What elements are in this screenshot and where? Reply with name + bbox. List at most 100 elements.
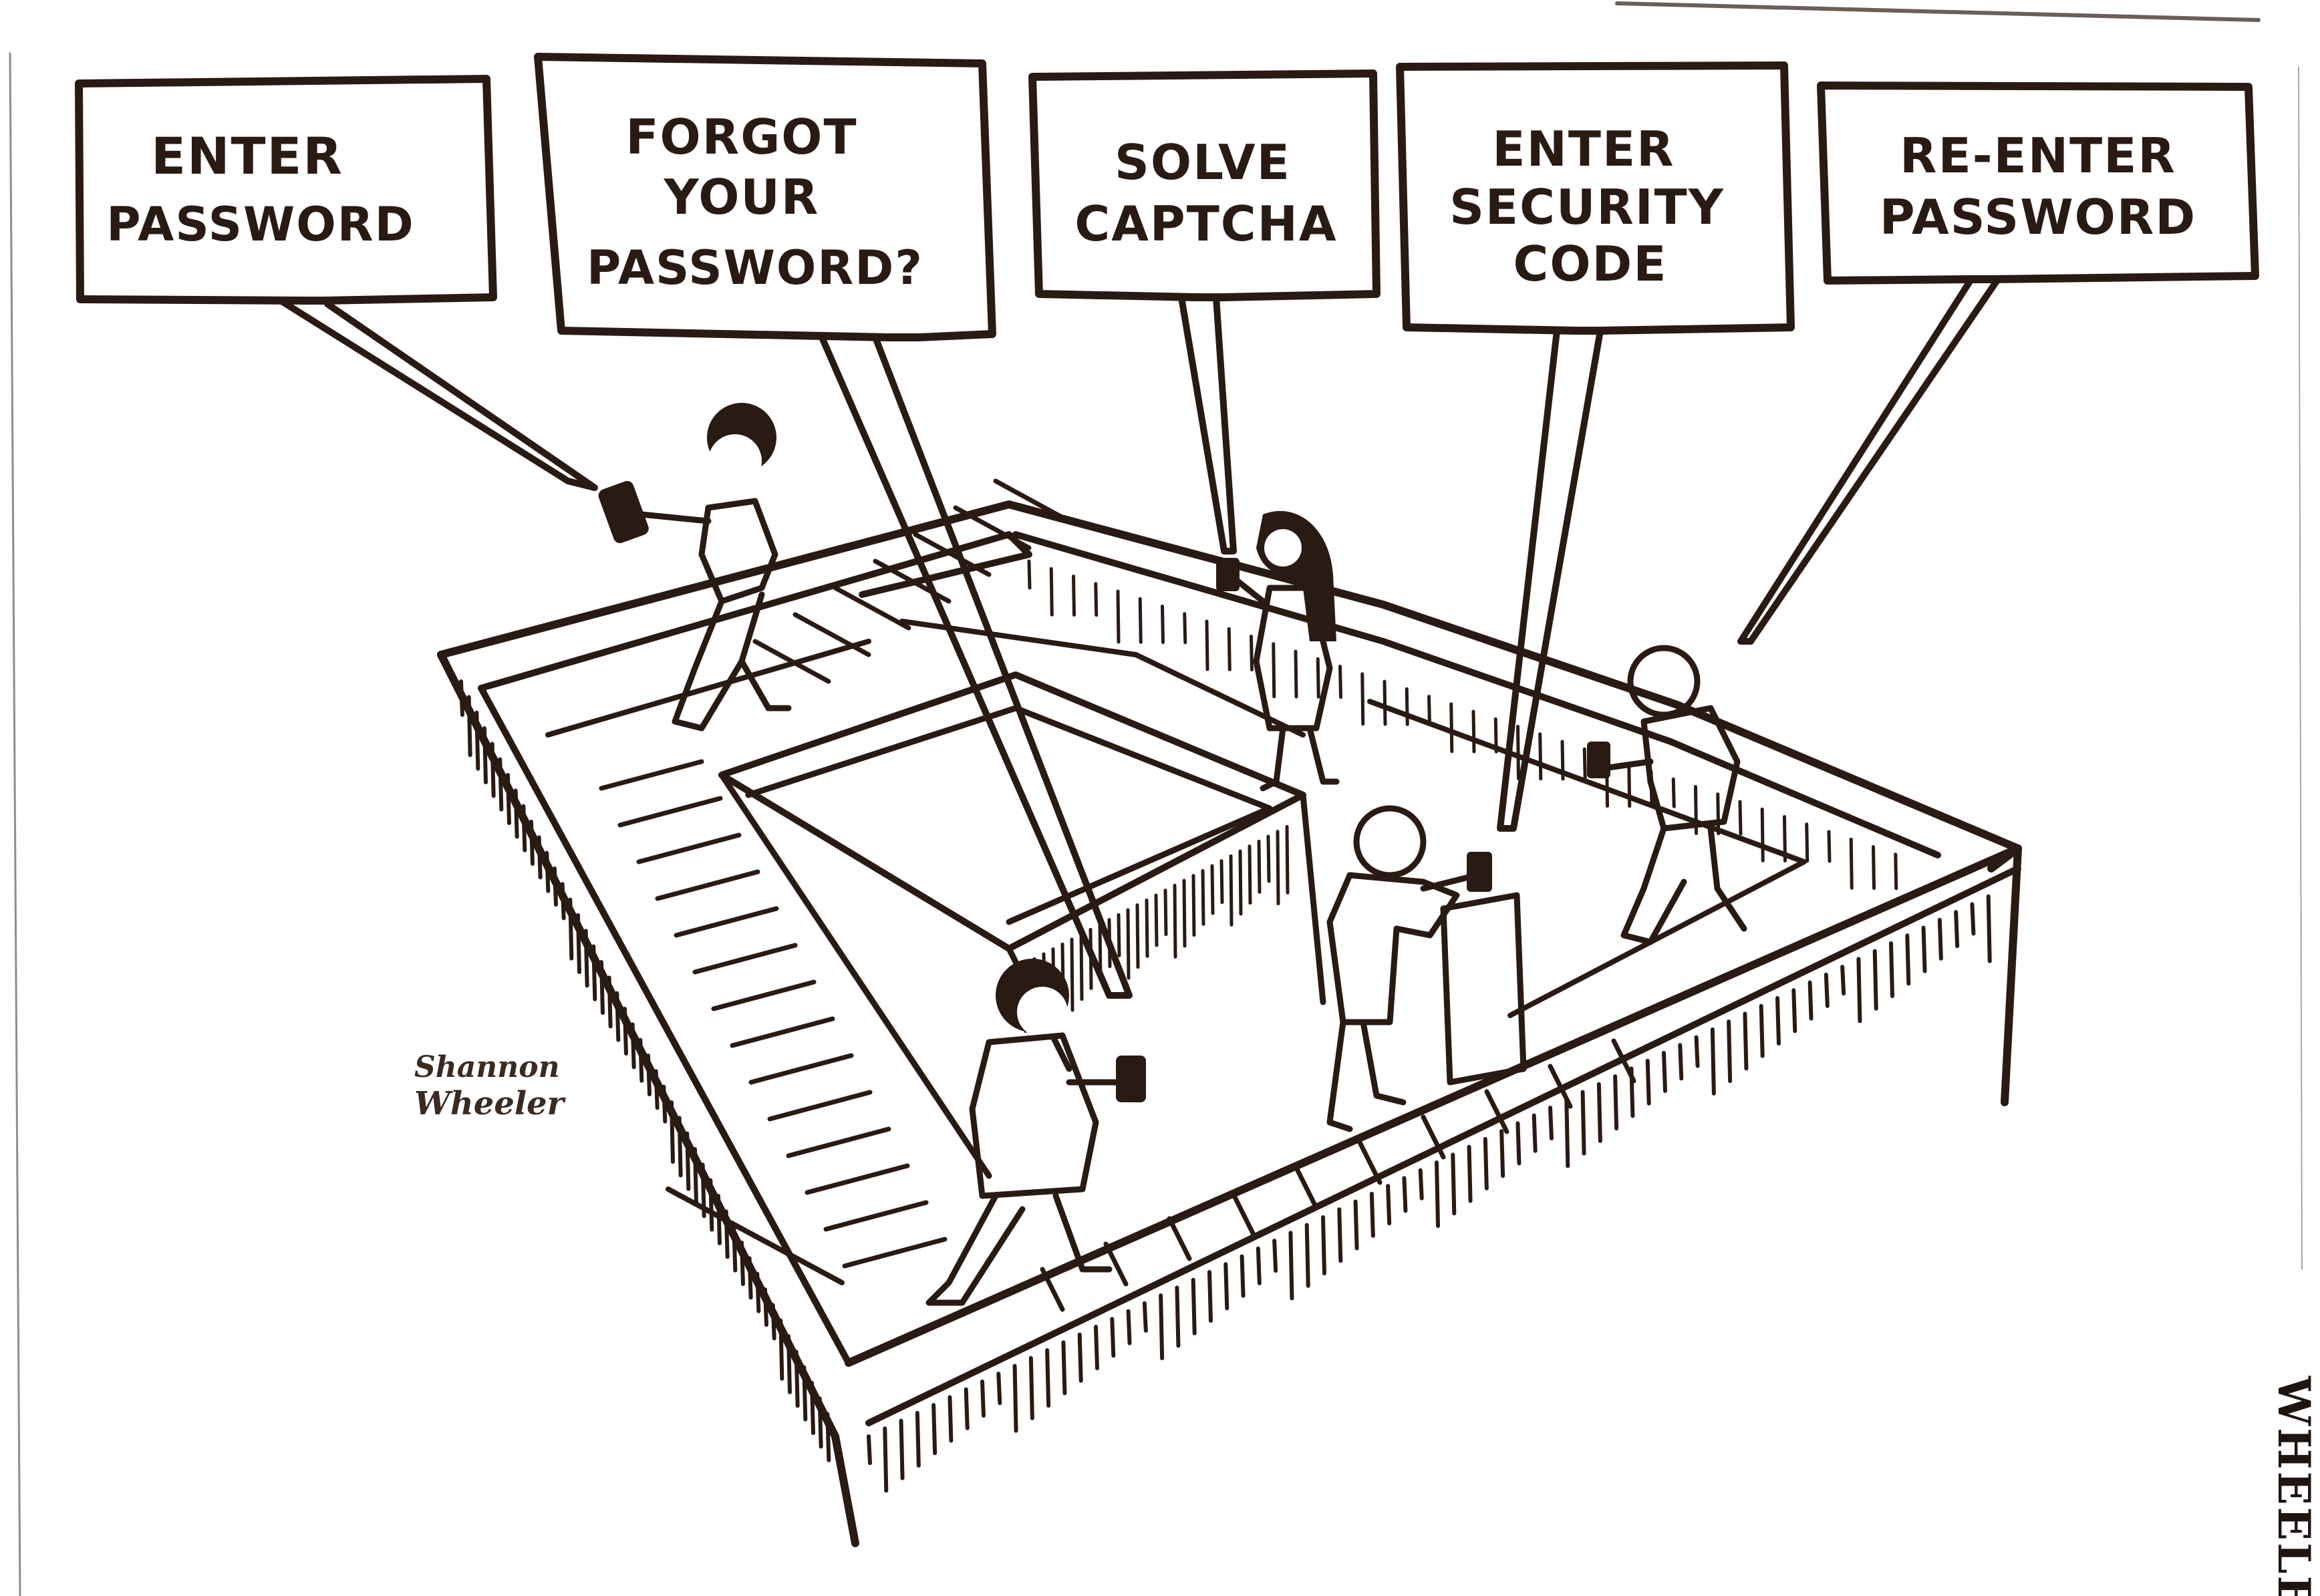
- stair-tread: [1484, 1089, 1509, 1134]
- hatch-stroke: [1856, 957, 1862, 1023]
- hatch-stroke: [568, 897, 574, 961]
- stair-tread: [655, 869, 760, 901]
- hatch-stroke: [732, 1225, 738, 1273]
- stair-tread: [1548, 1064, 1573, 1109]
- hatch-stroke: [1094, 1325, 1099, 1370]
- staircases: [599, 478, 1636, 1312]
- signature-line-2: Wheeler: [414, 1085, 567, 1122]
- hatch-stroke: [553, 866, 558, 907]
- stair-tread: [711, 979, 817, 1011]
- hatch-stroke: [778, 1318, 784, 1381]
- hatch-stroke: [623, 1007, 628, 1056]
- stair-tread: [748, 1053, 854, 1085]
- balloon-solve-captcha-line-1: SOLVE: [1115, 134, 1291, 190]
- stair-tread: [767, 1090, 873, 1122]
- hatch-stroke: [867, 1434, 872, 1465]
- stair-tread: [674, 906, 779, 938]
- hatch-stroke: [638, 1038, 644, 1083]
- hatch-stroke: [506, 773, 511, 825]
- hatch-stroke: [459, 679, 464, 717]
- hatch-stroke: [763, 1287, 768, 1327]
- balloon-re-enter-password-line-2: PASSWORD: [1880, 189, 2196, 245]
- balloon-solve-captcha-line-2: CAPTCHA: [1074, 196, 1337, 252]
- balloon-enter-security-code-line-3: CODE: [1513, 236, 1668, 292]
- hatch-stroke: [931, 1403, 937, 1456]
- hatch-stroke: [1138, 597, 1143, 644]
- stair-tread: [1294, 1165, 1319, 1211]
- hatch-stroke: [1449, 702, 1454, 754]
- hatch-stroke: [1986, 894, 1992, 963]
- credit-text: WHEELER: [2268, 1376, 2320, 1596]
- hatch-stroke: [1028, 1355, 1034, 1420]
- stair-tread: [692, 943, 798, 975]
- stair-tread: [1167, 1216, 1192, 1261]
- stair-tread: [617, 796, 723, 828]
- hatch-stroke: [1807, 980, 1814, 1021]
- hatch-stroke: [521, 804, 527, 852]
- figure-person-5: [1587, 645, 1747, 945]
- hatch-stroke: [1710, 1027, 1716, 1096]
- hatch-stroke: [1493, 717, 1498, 754]
- hatch-stroke: [1516, 725, 1520, 780]
- hatch-stroke: [1954, 910, 1960, 949]
- hatch-stroke: [1163, 889, 1168, 937]
- stair-tread: [833, 585, 911, 631]
- hatch-stroke: [747, 1256, 753, 1300]
- figure-person-3: [1216, 510, 1340, 792]
- hatch-stroke: [1427, 695, 1431, 726]
- hatch-stroke: [1337, 1207, 1343, 1263]
- hatch-stroke: [802, 1365, 808, 1422]
- hatch-stroke: [1027, 559, 1032, 590]
- stair-tread: [993, 478, 1072, 524]
- hatch-stroke: [1872, 949, 1878, 1011]
- hatch-stroke: [1240, 1254, 1246, 1298]
- stair-tread: [805, 1163, 910, 1195]
- hatch-stroke: [599, 960, 605, 1015]
- hatch-stroke: [646, 1054, 651, 1096]
- hatch-stroke: [591, 944, 597, 1001]
- hatch-stroke: [1613, 1074, 1619, 1131]
- hatch-stroke: [1582, 747, 1587, 781]
- hatch-stroke: [466, 695, 472, 758]
- stair-tread: [752, 639, 831, 684]
- hatch-stroke: [1671, 777, 1676, 808]
- stair-tread: [913, 532, 992, 577]
- hatch-stroke: [693, 1147, 698, 1205]
- hatch-stroke: [615, 991, 621, 1042]
- hatch-stroke: [1077, 1332, 1083, 1383]
- balloon-re-enter-password: RE-ENTER PASSWORD: [1737, 82, 2259, 645]
- hatch-stroke: [794, 1349, 800, 1408]
- balloon-forgot-password-line-3: PASSWORD?: [587, 241, 923, 295]
- hatch-stroke: [583, 929, 589, 988]
- hatch-stroke: [1840, 965, 1846, 996]
- hatch-stroke: [1564, 1098, 1570, 1168]
- hatch-stroke: [915, 1410, 921, 1468]
- hatch-stroke: [1937, 917, 1943, 961]
- hatch-stroke: [1760, 807, 1765, 862]
- hatch-stroke: [1694, 1035, 1700, 1068]
- hatch-stroke: [1257, 839, 1262, 894]
- hatch-stroke: [560, 882, 566, 921]
- hatch-stroke: [1827, 830, 1832, 863]
- hatch-stroke: [1645, 1058, 1651, 1106]
- hatch-stroke: [1538, 732, 1543, 781]
- hatch-stroke: [1627, 762, 1632, 808]
- hatch-stroke: [770, 1303, 776, 1341]
- hatch-stroke: [1738, 800, 1743, 836]
- stair-tread: [730, 1016, 835, 1048]
- hatch-stroke: [1775, 996, 1781, 1046]
- hatch-stroke: [1288, 1231, 1294, 1301]
- hatch-stroke: [630, 1022, 636, 1070]
- hatch-stroke: [1483, 1136, 1489, 1190]
- hatch-stroke: [948, 1395, 954, 1443]
- hatch-stroke: [1451, 1152, 1457, 1216]
- hatch-stroke: [1759, 1003, 1765, 1058]
- hatch-stroke: [1207, 1270, 1213, 1323]
- maze-structure: [437, 500, 2022, 1547]
- hatch-stroke: [545, 850, 551, 893]
- page-frame: [9, 1, 2303, 1596]
- hatch-stroke: [1889, 941, 1894, 998]
- hatch-stroke: [1435, 1160, 1440, 1228]
- hatch-stroke: [810, 1381, 815, 1435]
